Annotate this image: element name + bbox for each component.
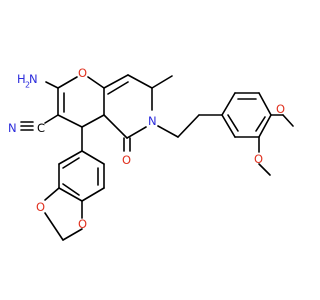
molecule-structure-diagram: H N 2 O N C O N O O O O xyxy=(8,66,294,241)
carbonyl-oxygen-label: O xyxy=(122,153,131,167)
nitrile-n-label: N xyxy=(8,121,17,135)
bond xyxy=(258,163,271,176)
bond xyxy=(151,75,173,89)
bond xyxy=(44,187,60,201)
bond xyxy=(177,114,200,138)
bond xyxy=(126,126,147,139)
dioxole-oxygen-2-label: O xyxy=(78,217,87,231)
bond xyxy=(227,114,239,132)
bonds xyxy=(20,74,294,241)
bond xyxy=(81,187,105,202)
bond xyxy=(103,74,129,89)
dioxole-oxygen-1-label: O xyxy=(36,200,45,214)
amine-n-label: N xyxy=(29,72,38,86)
bond xyxy=(58,150,83,165)
atom-labels: H N 2 O N C O N O O O O xyxy=(8,66,285,231)
bond xyxy=(62,183,80,196)
bond xyxy=(107,81,129,95)
bond xyxy=(81,114,105,128)
ring-oxygen-label: O xyxy=(78,66,87,80)
methoxy-oxygen-1-label: O xyxy=(276,102,285,116)
bond xyxy=(87,76,105,89)
bond xyxy=(44,212,64,241)
bond xyxy=(103,114,128,139)
bond xyxy=(258,92,272,116)
bond xyxy=(57,76,78,89)
ring-nitrogen-label: N xyxy=(148,114,157,128)
bond xyxy=(62,228,83,241)
bond xyxy=(127,74,153,89)
bond xyxy=(45,81,59,89)
amine-group: H N 2 xyxy=(17,72,38,90)
nitrile-c-label: C xyxy=(37,121,45,135)
amine-subscript: 2 xyxy=(25,81,30,90)
bond xyxy=(157,125,179,138)
bond xyxy=(221,92,236,116)
bond xyxy=(57,114,83,128)
bond xyxy=(81,150,105,165)
bond xyxy=(58,187,83,202)
amine-h-label: H xyxy=(17,72,26,86)
bond xyxy=(255,116,266,132)
methoxy-oxygen-2-label: O xyxy=(254,152,263,166)
bond xyxy=(44,114,59,124)
bond xyxy=(282,114,294,127)
bond xyxy=(221,114,236,138)
bond xyxy=(62,157,80,169)
bond xyxy=(258,114,272,138)
